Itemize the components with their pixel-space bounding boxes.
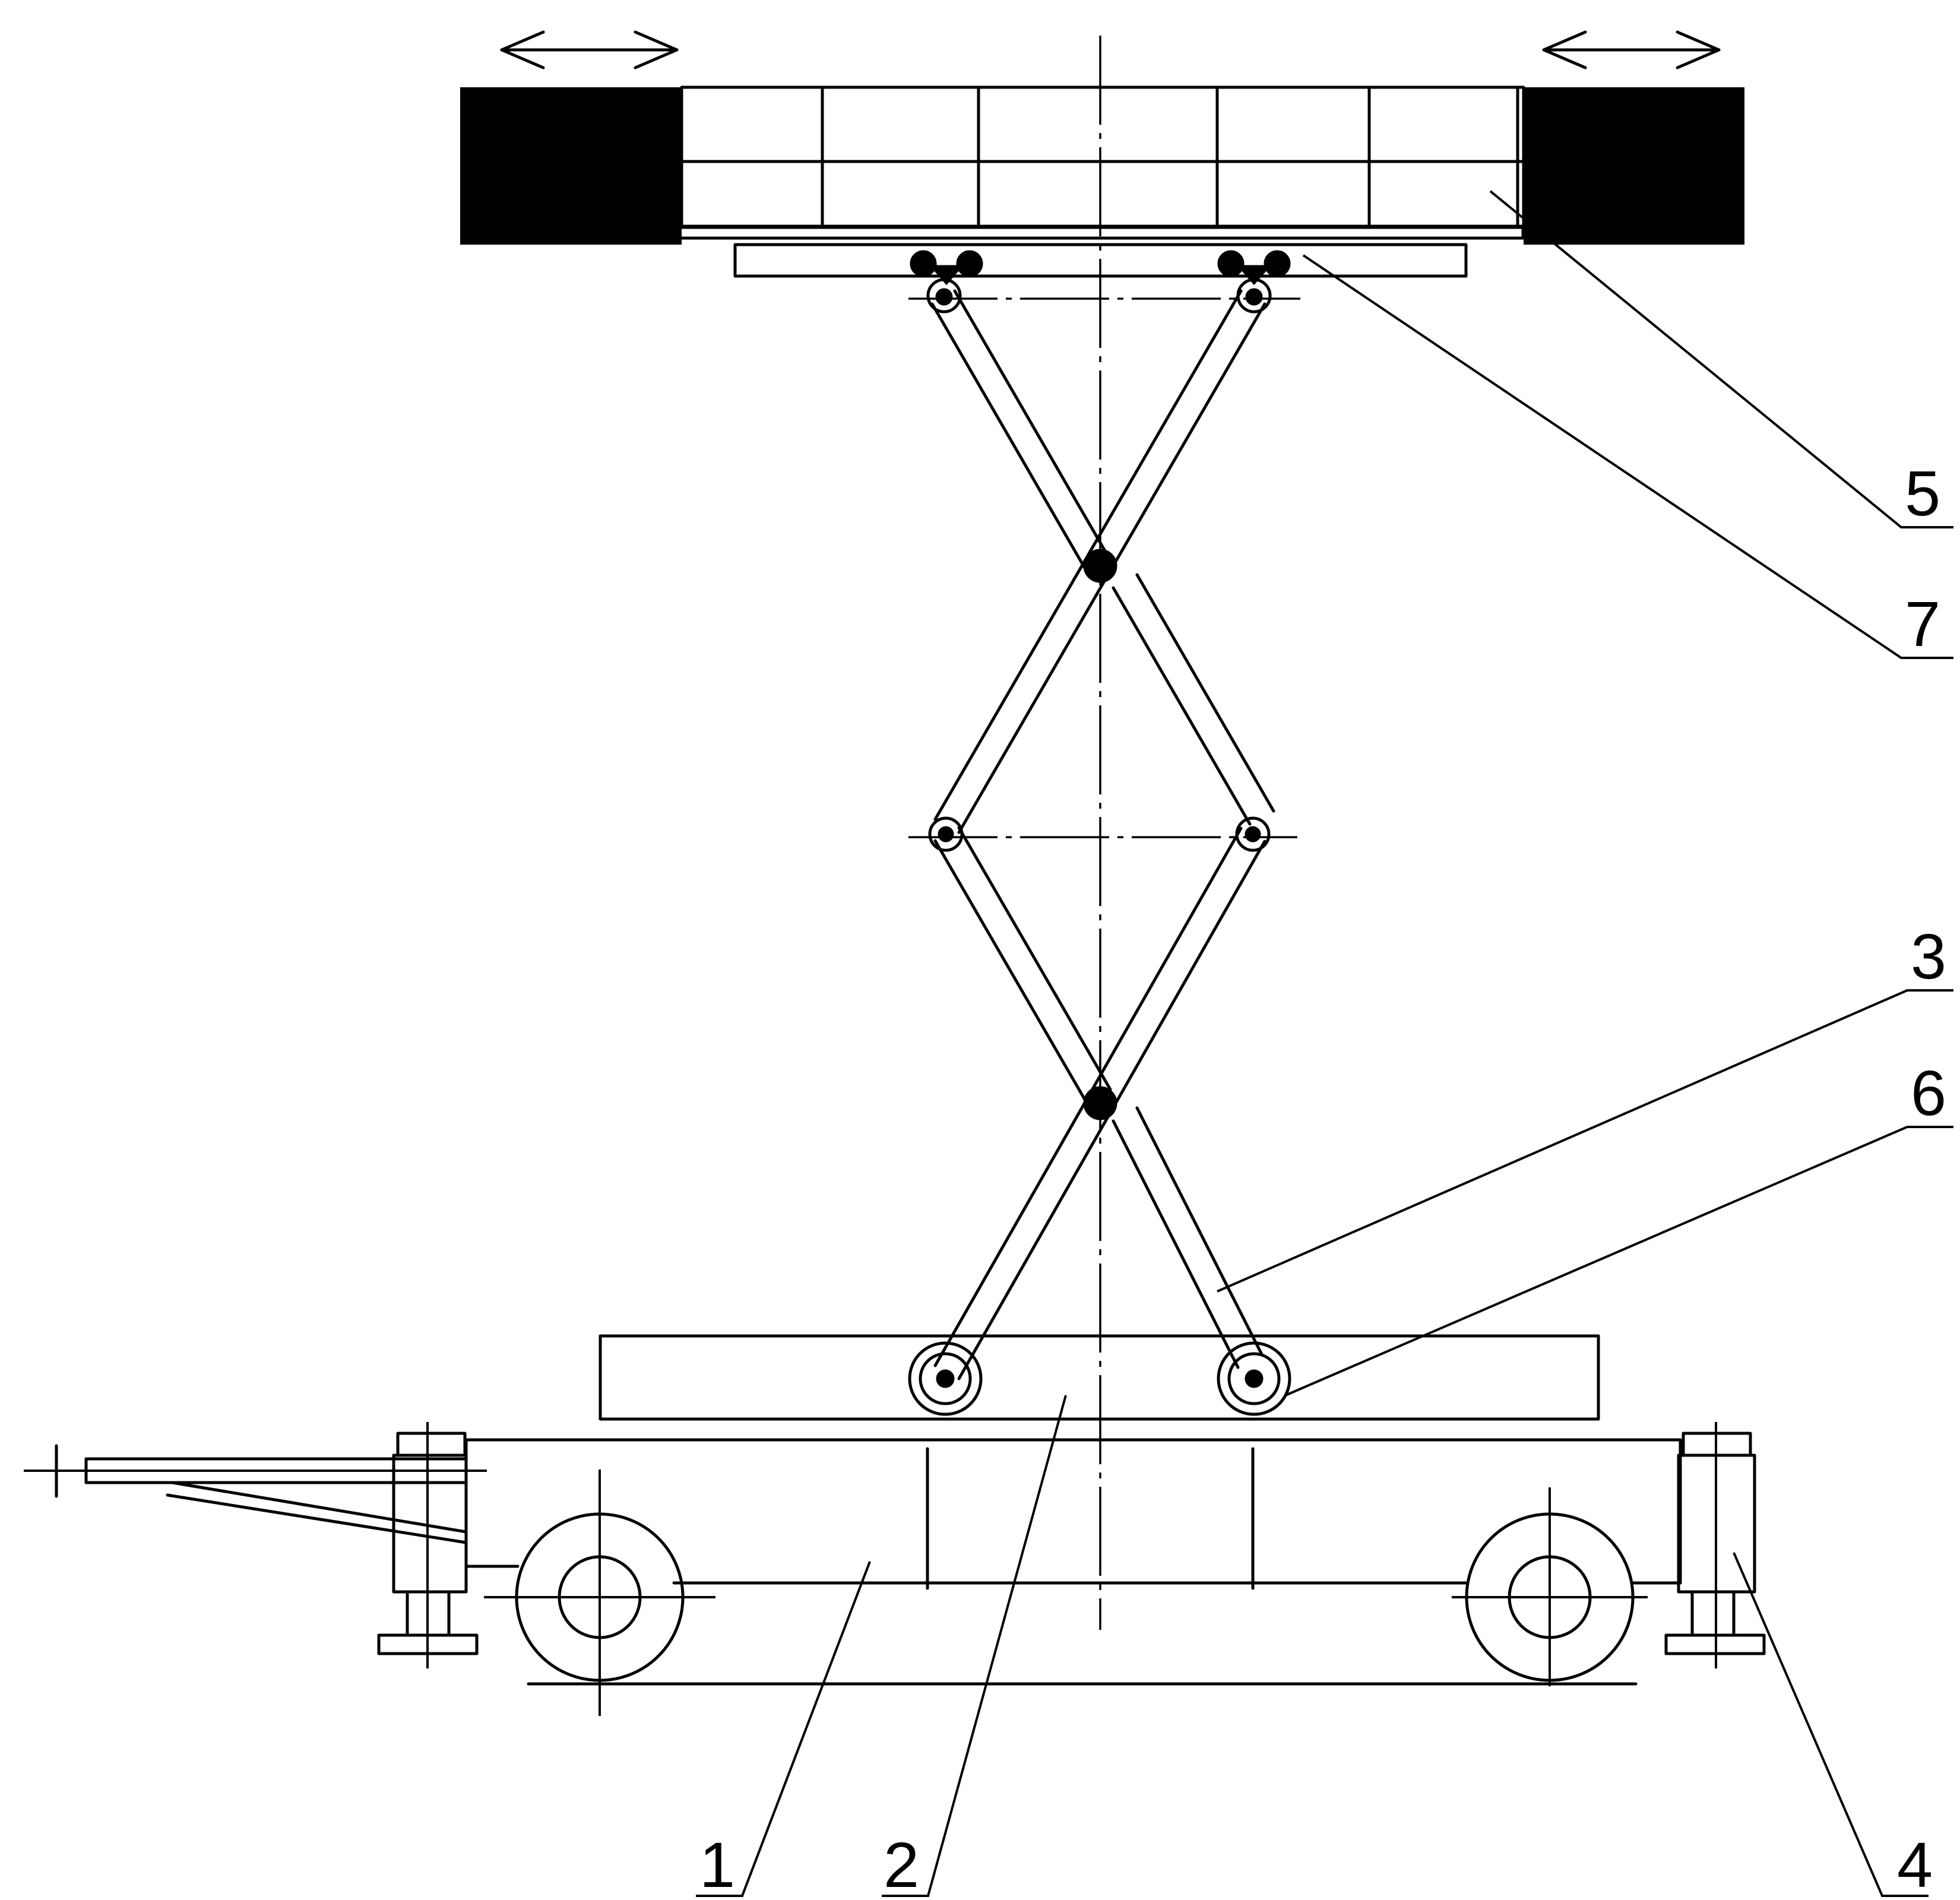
right-extension-block: [1524, 87, 1744, 245]
platform-base-plate: [678, 226, 1525, 240]
wheel-left: [484, 1470, 715, 1716]
wheel-right: [1452, 1487, 1648, 1686]
cart-chassis: [464, 1438, 1682, 1686]
right-extension-arrow: [1542, 30, 1721, 69]
left-extension-block: [460, 87, 682, 245]
callout-4: 4: [1897, 1829, 1933, 1900]
support-leg-left: [377, 1422, 479, 1668]
callout-2: 2: [884, 1829, 919, 1900]
scissor-mechanism: [908, 289, 1297, 1416]
top-roller-assembly-right: [1217, 250, 1291, 314]
lift-base-frame: [599, 1334, 1600, 1421]
support-leg-right: [1664, 1422, 1766, 1668]
top-platform: [460, 30, 1744, 278]
top-roller-assembly-left: [910, 250, 983, 314]
left-extension-arrow: [500, 30, 679, 69]
platform-deck-grid: [680, 86, 1525, 228]
leader-lines: [696, 190, 1953, 1897]
callout-1: 1: [699, 1829, 735, 1900]
tow-bar: [24, 1444, 487, 1544]
callout-7: 7: [1905, 588, 1940, 660]
callout-5: 5: [1905, 457, 1940, 529]
callout-6: 6: [1911, 1057, 1946, 1129]
callout-3: 3: [1911, 920, 1946, 992]
